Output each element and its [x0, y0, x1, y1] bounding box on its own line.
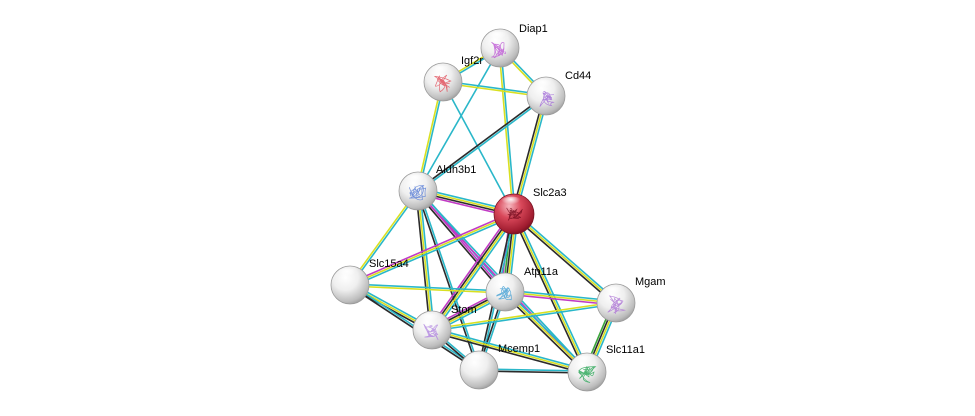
node-highlight — [429, 65, 453, 78]
nodes-layer: Diap1Igf2rCd44Aldh3b1Slc2a3Slc15a4Atp11a… — [330, 23, 666, 392]
node-aldh3b1[interactable]: Aldh3b1 — [398, 164, 476, 211]
edge-evidence-black — [431, 331, 587, 375]
edge-evidence-black — [430, 212, 514, 330]
node-label: Diap1 — [519, 23, 548, 35]
edge-slc2a3-stom[interactable] — [428, 211, 518, 333]
edge-evidence-cyan — [432, 327, 588, 371]
node-slc15a4[interactable]: Slc15a4 — [330, 258, 409, 305]
node-label: Mcemp1 — [498, 343, 540, 355]
protein-structure-icon — [423, 323, 439, 341]
edge-evidence-cyan — [515, 96, 549, 215]
node-label: Cd44 — [565, 70, 591, 82]
edge-evidence-yellow — [513, 213, 588, 373]
node-slc2a3[interactable]: Slc2a3 — [493, 187, 567, 235]
protein-structure-icon — [607, 295, 627, 315]
edge-cd44-aldh3b1[interactable] — [416, 94, 548, 193]
edge-evidence-cyan — [417, 47, 501, 192]
edge-evidence-cyan — [500, 47, 516, 214]
edge-evidence-yellow — [498, 48, 514, 215]
node-highlight — [404, 174, 428, 187]
edge-evidence-magenta — [348, 211, 514, 284]
node-label: Stom — [451, 304, 477, 316]
node-label: Atp11a — [524, 266, 559, 278]
protein-structure-icon — [577, 365, 597, 383]
node-highlight — [500, 196, 524, 210]
node-label: Aldh3b1 — [436, 164, 476, 176]
node-diap1[interactable]: Diap1 — [480, 23, 548, 68]
edge-evidence-black — [512, 214, 616, 306]
node-igf2r[interactable]: Igf2r — [423, 55, 483, 102]
node-label: Mgam — [635, 276, 666, 288]
node-cd44[interactable]: Cd44 — [526, 70, 591, 116]
node-label: Slc2a3 — [533, 187, 567, 199]
edge-evidence-black — [416, 94, 546, 191]
edge-stom-slc11a1[interactable] — [431, 327, 588, 375]
node-highlight — [486, 31, 510, 44]
edge-evidence-cyan — [515, 212, 590, 372]
node-label: Slc15a4 — [369, 258, 409, 270]
node-highlight — [465, 353, 489, 366]
node-highlight — [532, 79, 556, 92]
edge-aldh3b1-stom[interactable] — [415, 190, 435, 331]
edge-evidence-cyan — [433, 215, 518, 333]
node-label: Igf2r — [461, 55, 483, 67]
node-highlight — [336, 268, 360, 281]
node-stom[interactable]: Stom — [412, 304, 477, 350]
protein-structure-icon — [539, 91, 555, 107]
edge-evidence-cyan — [419, 190, 435, 330]
edge-evidence-magenta — [428, 211, 513, 329]
protein-structure-icon — [433, 74, 452, 93]
edge-diap1-slc2a3[interactable] — [498, 47, 516, 215]
edge-evidence-cyan — [418, 96, 548, 193]
edge-evidence-yellow — [431, 301, 616, 330]
edge-slc15a4-atp11a[interactable] — [349, 283, 506, 294]
node-atp11a[interactable]: Atp11a — [485, 266, 559, 312]
node-highlight — [573, 355, 597, 368]
edge-evidence-cyan — [432, 303, 617, 332]
node-highlight — [602, 286, 626, 299]
edge-evidence-cyan — [514, 211, 618, 303]
edge-evidence-yellow — [349, 213, 515, 286]
edge-slc2a3-slc15a4[interactable] — [348, 211, 516, 288]
edge-evidence-black — [511, 95, 545, 214]
edge-evidence-yellow — [513, 213, 617, 304]
edge-evidence-black — [415, 191, 431, 331]
edge-mgam-stom[interactable] — [431, 301, 617, 332]
edge-diap1-aldh3b1[interactable] — [417, 47, 501, 192]
node-label: Slc11a1 — [606, 344, 645, 356]
edge-evidence-black — [415, 191, 505, 294]
node-slc11a1[interactable]: Slc11a1 — [567, 344, 645, 392]
edge-evidence-yellow — [417, 190, 433, 331]
protein-structure-icon — [491, 41, 507, 59]
edges-layer — [348, 46, 620, 375]
protein-structure-icon — [506, 207, 523, 221]
node-mcemp1[interactable]: Mcemp1 — [459, 343, 540, 390]
edge-evidence-yellow — [349, 285, 505, 294]
edge-slc2a3-mgam[interactable] — [512, 211, 618, 306]
node-mgam[interactable]: Mgam — [596, 276, 666, 323]
edge-evidence-cyan — [350, 215, 516, 288]
edge-evidence-cyan — [350, 283, 506, 292]
node-highlight — [418, 313, 442, 326]
edge-evidence-yellow — [431, 329, 588, 373]
node-highlight — [491, 275, 515, 288]
edge-evidence-yellow — [432, 214, 516, 332]
